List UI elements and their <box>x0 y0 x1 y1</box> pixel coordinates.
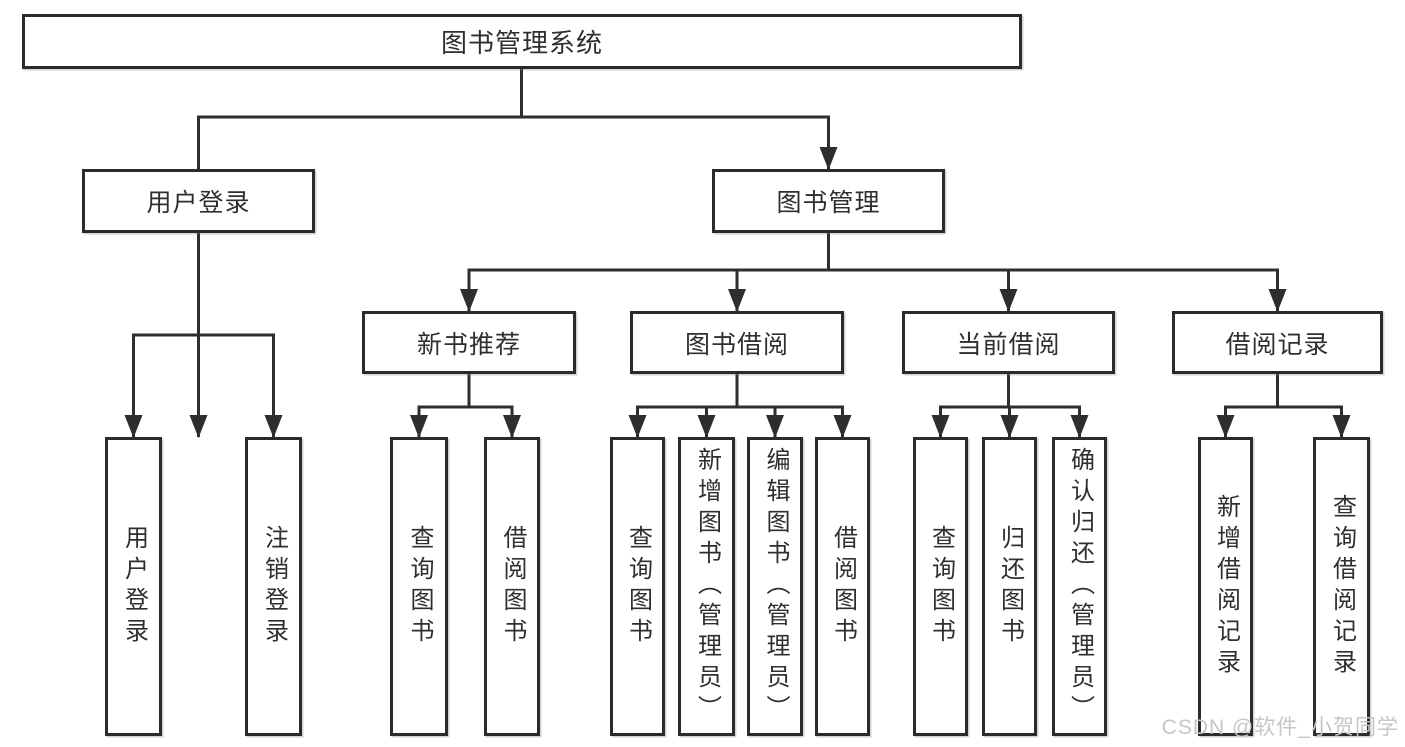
leaf-add-books-admin: 新增图书（管理员） <box>678 437 735 736</box>
leaf-query-borrow-record: 查询借阅记录 <box>1313 437 1370 736</box>
node-label: 查询图书 <box>406 524 433 649</box>
node-label: 注销登录 <box>260 524 288 649</box>
node-label: 查询借阅记录 <box>1328 493 1356 680</box>
leaf-borrow-books: 借阅图书 <box>815 437 870 736</box>
node-label: 用户登录 <box>146 189 251 217</box>
leaf-edit-books-admin: 编辑图书（管理员） <box>747 437 803 736</box>
node-borrowing-records: 借阅记录 <box>1172 311 1383 374</box>
node-new-book-recommendation: 新书推荐 <box>362 311 576 374</box>
node-label: 借阅记录 <box>1225 330 1330 359</box>
leaf-return-books: 归还图书 <box>982 437 1037 736</box>
leaf-query-books: 查询图书 <box>913 437 968 736</box>
leaf-add-borrow-record: 新增借阅记录 <box>1198 437 1253 736</box>
node-book-management: 图书管理 <box>712 169 945 233</box>
leaf-borrow-books: 借阅图书 <box>484 437 540 736</box>
node-label: 图书管理 <box>776 189 881 217</box>
node-label: 用户登录 <box>120 524 148 649</box>
node-label: 图书借阅 <box>684 330 789 359</box>
leaf-confirm-return-admin: 确认归还（管理员） <box>1052 437 1107 736</box>
leaf-user-login: 用户登录 <box>105 437 162 736</box>
node-book-borrowing: 图书借阅 <box>630 311 844 374</box>
leaf-logout: 注销登录 <box>245 437 302 736</box>
csdn-watermark: CSDN @软件_小贺同学 <box>1161 716 1399 739</box>
node-user-login: 用户登录 <box>82 169 315 233</box>
leaf-query-books: 查询图书 <box>610 437 665 736</box>
node-current-borrowing: 当前借阅 <box>902 311 1115 374</box>
node-label: 借阅图书 <box>499 524 526 649</box>
node-label: 查询图书 <box>624 524 652 649</box>
node-label: 新增图书（管理员） <box>693 447 721 726</box>
node-label: 当前借阅 <box>956 330 1061 359</box>
node-library-management-system: 图书管理系统 <box>22 14 1022 69</box>
node-label: 确认归还（管理员） <box>1066 447 1094 726</box>
node-label: 图书管理系统 <box>440 28 603 58</box>
node-label: 新增借阅记录 <box>1212 493 1240 680</box>
node-label: 借阅图书 <box>829 524 857 649</box>
node-label: 编辑图书（管理员） <box>762 447 789 726</box>
leaf-query-books: 查询图书 <box>390 437 448 736</box>
node-label: 查询图书 <box>927 524 955 649</box>
node-label: 新书推荐 <box>416 330 521 359</box>
node-label: 归还图书 <box>996 524 1024 649</box>
